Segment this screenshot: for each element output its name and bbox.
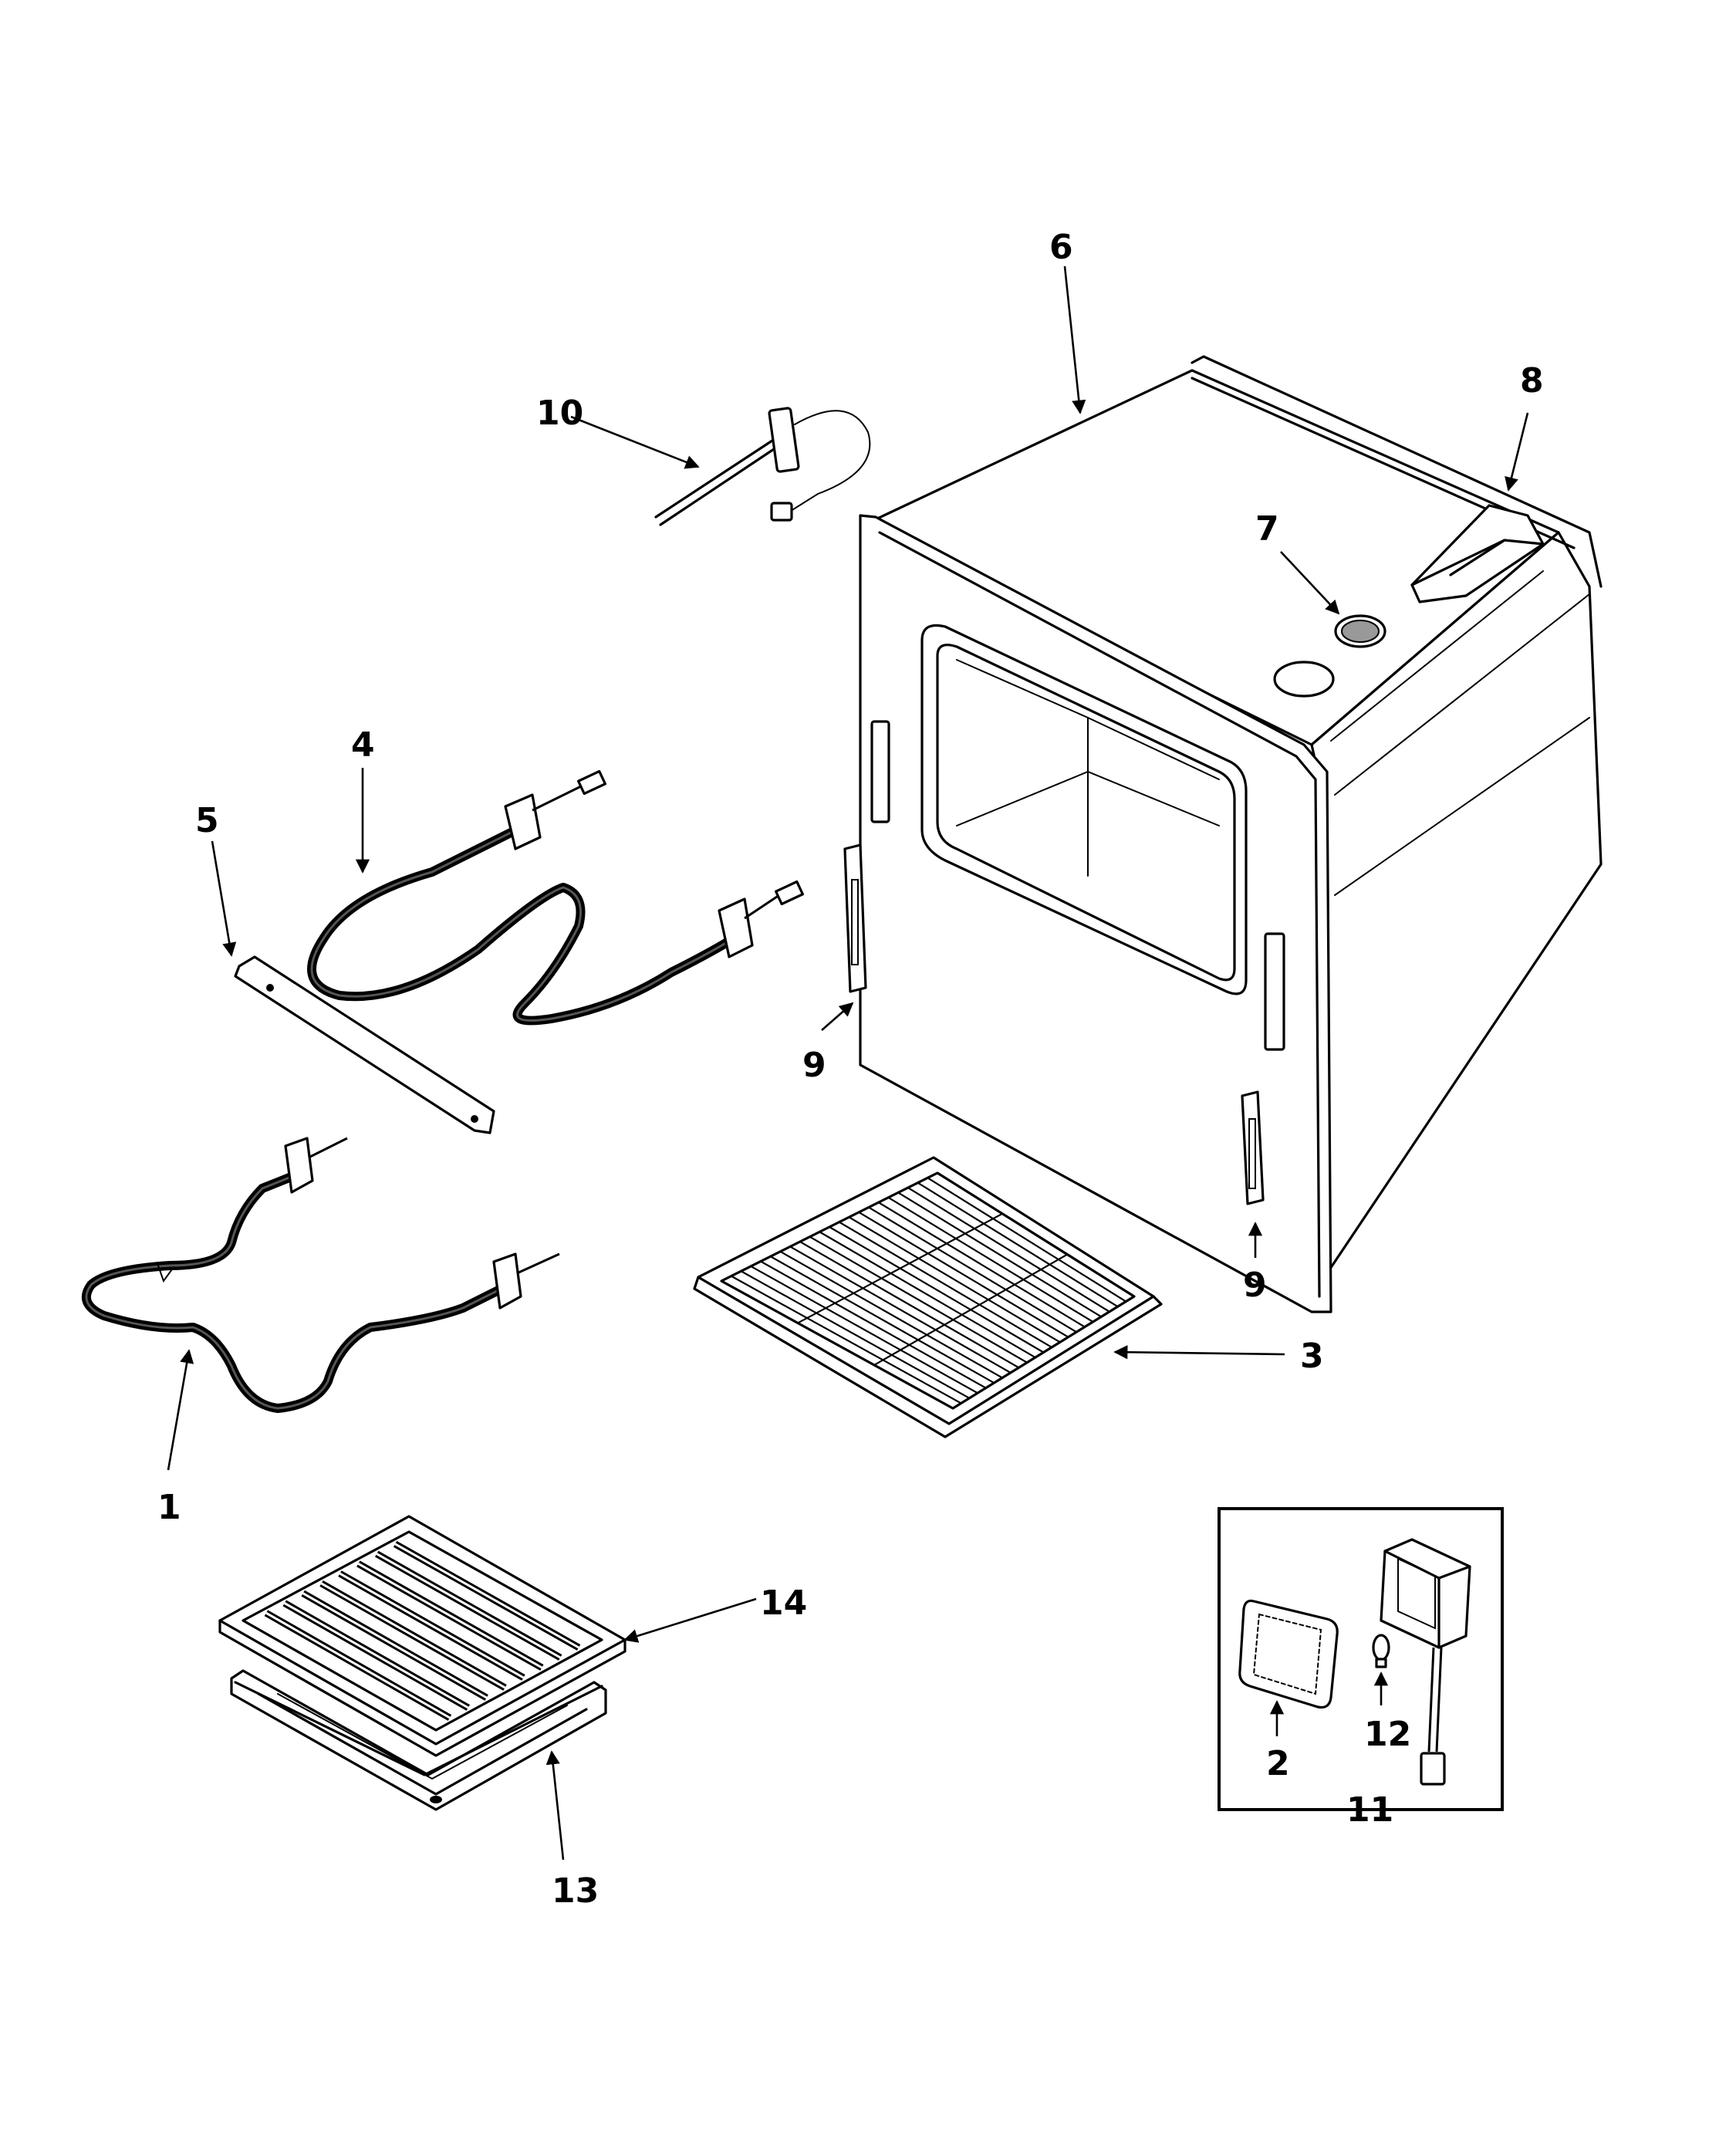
vent-duct [1410,504,1545,603]
callout-5: 5 [195,801,219,840]
callout-12: 12 [1364,1715,1411,1754]
rack-bar [829,1226,1045,1354]
callout-3: 3 [1300,1337,1324,1376]
grid-rib-highlight [302,1592,488,1699]
leader-3 [1113,1345,1285,1360]
rack-bar [799,1241,1020,1369]
callout-2: 2 [1266,1744,1290,1783]
grid-rib-highlight [394,1543,579,1649]
grid-rib-highlight [357,1563,543,1669]
grid-rib-highlight [265,1611,451,1719]
rack-bar [779,1250,1003,1379]
leader-1 [167,1349,194,1471]
rack-bar [740,1270,970,1399]
broil-element [307,769,804,1026]
rack-bar [858,1211,1069,1338]
rack-crossbar [797,1212,1003,1324]
rack-bar [789,1245,1012,1374]
rack-crossbar [873,1253,1068,1366]
grid-rib-highlight [376,1553,561,1659]
grid-rib-highlight [284,1602,469,1709]
leader-13 [545,1750,565,1861]
rack-slide-upper [843,843,867,993]
grid-rib-highlight [320,1582,506,1689]
rack-bar [819,1231,1036,1359]
rack-bar [868,1206,1077,1333]
leader-8 [1505,412,1529,492]
callout-1: 1 [157,1488,181,1527]
rack-bar [897,1191,1102,1318]
broiler-grid [218,1515,627,1757]
rack-bar [731,1275,962,1404]
oven-cavity [859,355,1603,1313]
rack-bar [750,1265,978,1394]
callout-7: 7 [1255,509,1279,549]
leader-arrows [167,265,1529,1861]
callout-6: 6 [1049,228,1073,267]
temperature-sensor [654,407,871,526]
rack-bar [839,1221,1052,1348]
light-lens [1238,1599,1339,1709]
callout-4: 4 [351,725,375,765]
leader-7 [1280,551,1340,615]
leader-14 [623,1597,757,1643]
callout-13: 13 [552,1871,599,1911]
grid-rib-highlight [339,1572,525,1679]
light-bulb [1372,1634,1390,1668]
bake-element [81,1137,560,1413]
element-bracket [234,955,495,1134]
callout-9-lower: 9 [1243,1266,1267,1305]
rack-bar [760,1260,987,1389]
callout-labels: 6 8 10 7 4 5 9 9 3 1 14 13 2 12 11 [157,228,1544,1911]
rack-bar [917,1181,1119,1308]
rack-bar [907,1187,1110,1313]
rack-bar [927,1177,1126,1303]
rack-bar [809,1235,1028,1364]
callout-9-upper: 9 [802,1046,826,1085]
light-socket-housing [1380,1538,1471,1786]
leader-10 [570,415,700,469]
broiler-pan [230,1669,607,1811]
callout-14: 14 [760,1583,807,1623]
oven-rack [693,1156,1163,1438]
leader-5 [211,840,237,957]
callout-11: 11 [1346,1790,1393,1830]
rack-bar [848,1216,1061,1344]
rack-slide-lower [1241,1090,1265,1205]
leader-9a [821,1002,854,1031]
rack-bar [887,1196,1094,1323]
callout-10: 10 [536,394,583,433]
light-assembly-box [1218,1507,1504,1811]
leader-6 [1063,265,1086,414]
vent-plug [1334,614,1386,648]
rack-bar [770,1256,995,1384]
callout-8: 8 [1520,361,1544,401]
rack-bar [878,1202,1086,1328]
